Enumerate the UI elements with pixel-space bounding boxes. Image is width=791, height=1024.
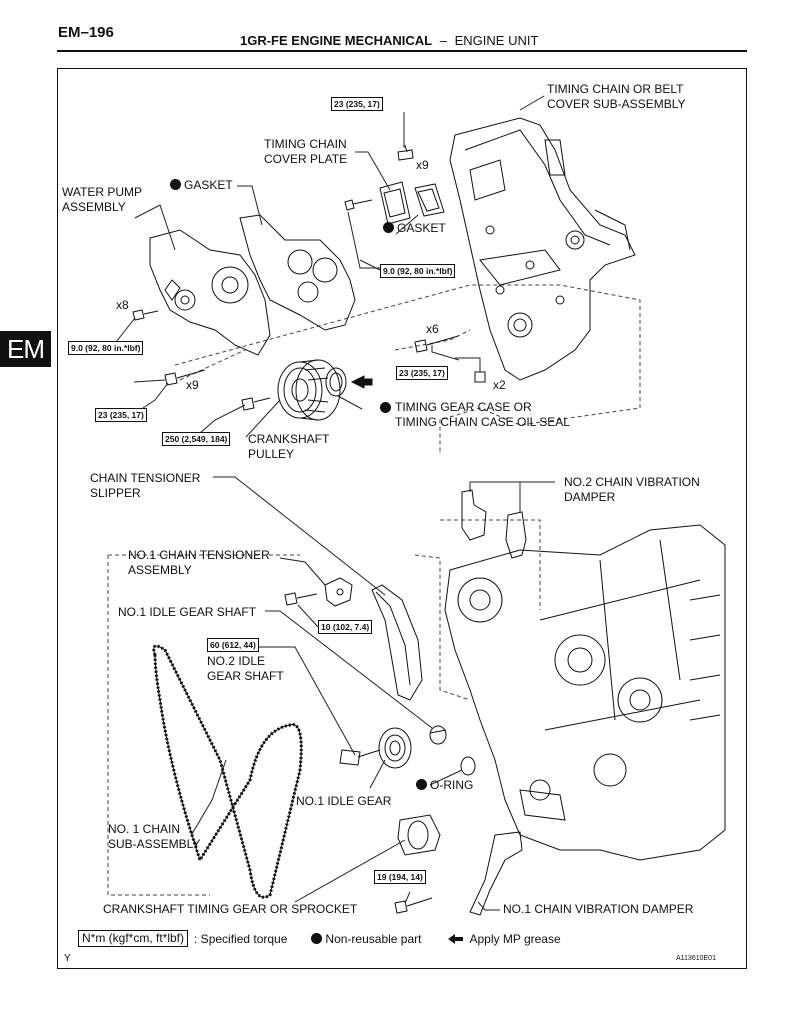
- engine-block-drawing: [444, 524, 726, 861]
- grease-arrow-icon: [448, 933, 464, 944]
- page-code: EM–196: [58, 24, 114, 41]
- legend-nonreusable-text: Non-reusable part: [325, 931, 422, 946]
- qty-cover-low: x9: [186, 378, 199, 392]
- torque-water-pump: 9.0 (92, 80 in.*lbf): [68, 341, 144, 355]
- label-o-ring: O-RING: [416, 778, 473, 793]
- title-bold: 1GR-FE ENGINE MECHANICAL: [240, 33, 433, 48]
- figure-id: A113610E01: [676, 955, 716, 962]
- label-gasket-upper: GASKET: [170, 178, 233, 193]
- oil-seal-text: TIMING GEAR CASE OR TIMING CHAIN CASE OI…: [395, 400, 570, 429]
- torque-cover-top: 23 (235, 17): [331, 97, 383, 111]
- legend-grease: Apply MP grease: [447, 931, 561, 946]
- corner-mark: Y: [64, 953, 71, 964]
- legend: N*m (kgf*cm, ft*lbf) : Specified torque …: [78, 930, 561, 947]
- title-rest: ENGINE UNIT: [454, 33, 539, 48]
- nonreusable-icon: [380, 402, 391, 413]
- figure-frame: [57, 68, 747, 969]
- header-rule: [57, 50, 747, 52]
- water-pump-drawing: [149, 229, 271, 356]
- crank-pulley-drawing: [277, 359, 341, 421]
- qty-nut: x2: [493, 378, 506, 392]
- label-no1-idle-gear: NO.1 IDLE GEAR: [296, 794, 392, 808]
- timing-cover-drawing: [449, 117, 636, 381]
- legend-unit-desc: : Specified torque: [194, 931, 288, 946]
- torque-tensioner: 10 (102, 7.4): [318, 620, 373, 634]
- label-no1-damper: NO.1 CHAIN VIBRATION DAMPER: [503, 902, 694, 916]
- torque-cover-low: 23 (235, 17): [95, 408, 147, 422]
- label-crank-gear: CRANKSHAFT TIMING GEAR OR SPROCKET: [103, 902, 358, 916]
- gasket-upper-text: GASKET: [184, 178, 233, 192]
- torque-cover-plate: 9.0 (92, 80 in.*lbf): [380, 264, 456, 278]
- bolt-drawings: [132, 144, 486, 914]
- page-title: 1GR-FE ENGINE MECHANICAL – ENGINE UNIT: [240, 33, 538, 48]
- label-crank-pulley: CRANKSHAFT PULLEY: [248, 432, 330, 461]
- label-no1-idle-shaft: NO.1 IDLE GEAR SHAFT: [118, 605, 257, 619]
- nonreusable-icon: [311, 932, 323, 944]
- label-no2-idle-shaft: NO.2 IDLE GEAR SHAFT: [207, 654, 284, 683]
- torque-crank-pulley: 250 (2,549, 184): [162, 432, 231, 446]
- label-no2-damper: NO.2 CHAIN VIBRATION DAMPER: [564, 475, 700, 504]
- torque-cover-mid: 23 (235, 17): [396, 366, 448, 380]
- o-ring-text: O-RING: [430, 778, 474, 792]
- qty-water-pump: x8: [116, 298, 129, 312]
- torque-damper: 19 (194, 14): [374, 870, 426, 884]
- legend-nonreusable: Non-reusable part: [311, 932, 421, 946]
- label-tensioner-slipper: CHAIN TENSIONER SLIPPER: [90, 471, 201, 500]
- label-timing-cover: TIMING CHAIN OR BELT COVER SUB-ASSEMBLY: [547, 82, 686, 111]
- section-tab: EM: [0, 331, 51, 367]
- label-water-pump: WATER PUMP ASSEMBLY: [62, 185, 142, 214]
- qty-cover-mid: x6: [426, 322, 439, 336]
- title-separator: –: [439, 33, 447, 48]
- nonreusable-icon: [383, 222, 394, 233]
- qty-cover-top: x9: [416, 158, 429, 172]
- nonreusable-icon: [416, 779, 427, 790]
- label-cover-plate: TIMING CHAIN COVER PLATE: [264, 137, 348, 166]
- torque-idle-shaft: 60 (612, 44): [207, 638, 259, 652]
- legend-unit: N*m (kgf*cm, ft*lbf): [78, 930, 189, 947]
- label-no1-tensioner: NO.1 CHAIN TENSIONER ASSEMBLY: [128, 548, 270, 577]
- legend-grease-text: Apply MP grease: [469, 931, 561, 946]
- label-no1-chain: NO. 1 CHAIN SUB-ASSEMBLY: [108, 822, 201, 851]
- nonreusable-icon: [170, 179, 181, 190]
- gasket-lower-text: GASKET: [397, 221, 446, 235]
- label-gasket-lower: GASKET: [383, 221, 446, 236]
